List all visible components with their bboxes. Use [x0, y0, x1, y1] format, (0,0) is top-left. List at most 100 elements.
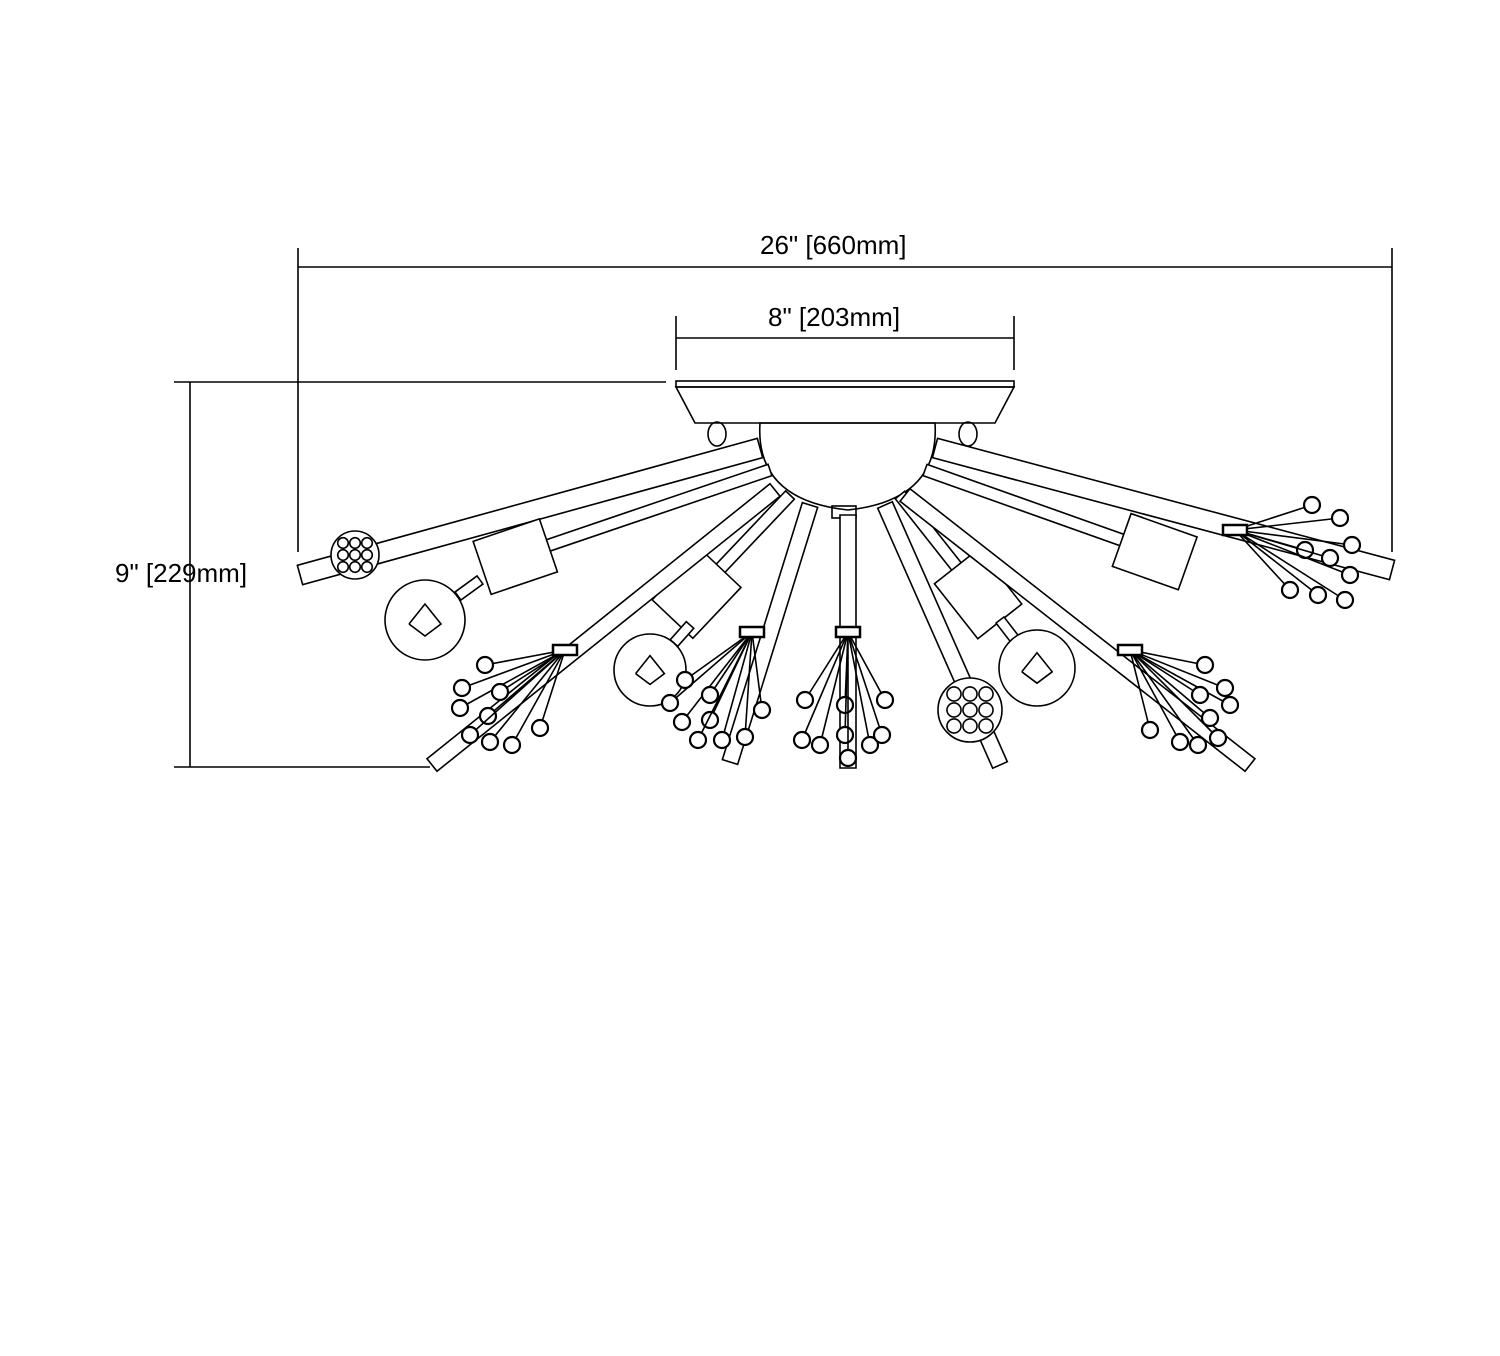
bulb-filament	[408, 602, 443, 637]
lamp-socket	[472, 517, 559, 596]
crystal-bead	[1302, 495, 1322, 515]
cluster-collar	[738, 625, 766, 639]
crystal-bead	[735, 727, 755, 747]
crystal-wire	[1129, 649, 1201, 696]
lamp-socket	[1111, 512, 1199, 591]
crystal-wire	[721, 631, 753, 741]
lower-left-arm-rod	[425, 482, 782, 773]
crystal-facet	[348, 548, 362, 562]
crystal-bead	[530, 718, 550, 738]
crystal-wire	[1129, 649, 1211, 719]
crystal-facet	[962, 702, 978, 718]
crystal-bead	[872, 725, 892, 745]
crystal-bead	[502, 735, 522, 755]
crystal-wire	[1129, 649, 1226, 689]
crystal-wire	[1234, 529, 1353, 546]
crystal-facet	[336, 548, 350, 562]
crystal-wire	[819, 631, 849, 746]
crystal-wire	[681, 631, 753, 723]
crystal-bead	[688, 730, 708, 750]
canopy-width-label: 8" [203mm]	[768, 302, 901, 332]
crystal-facet	[348, 536, 362, 550]
crystal-facet	[336, 560, 350, 574]
crystal-bead	[1335, 590, 1355, 610]
crystal-wire	[709, 631, 753, 696]
crystal-wire	[1129, 649, 1199, 746]
crystal-bead	[450, 698, 470, 718]
cluster-collar	[1221, 523, 1249, 537]
overall-width-label: 26" [660mm]	[760, 230, 907, 260]
crystal-bead	[1140, 720, 1160, 740]
crystal-wire	[1234, 517, 1341, 531]
crystal-bead	[1188, 735, 1208, 755]
crystal-bead	[1308, 585, 1328, 605]
crystal-bead	[700, 685, 720, 705]
canopy-width-dimension-line	[675, 316, 1015, 370]
crystal-bead	[672, 712, 692, 732]
right-arm-rod	[931, 437, 1396, 581]
crystal-bead	[1280, 580, 1300, 600]
left-arm-rod	[296, 437, 764, 586]
crystal-wire	[751, 631, 763, 711]
crystal-bead	[460, 725, 480, 745]
lamp-socket	[933, 547, 1023, 640]
crystal-bead	[1190, 685, 1210, 705]
crystal-wire	[847, 631, 886, 701]
crystal-facet	[946, 686, 962, 702]
crystal-wire	[1129, 649, 1231, 706]
crystal-wire	[847, 631, 871, 746]
crystal-facet	[360, 560, 374, 574]
cluster-collar	[834, 625, 862, 639]
crystal-bead	[675, 670, 695, 690]
crystal-facet	[978, 686, 994, 702]
crystal-facet	[946, 702, 962, 718]
edison-bulb	[998, 629, 1076, 707]
cluster-collar	[1116, 643, 1144, 657]
overall-width-dimension-line	[297, 248, 1393, 552]
crystal-facet	[946, 718, 962, 734]
crystal-bead	[1170, 732, 1190, 752]
crystal-wire	[804, 631, 849, 701]
edison-bulb	[613, 633, 687, 707]
crystal-bead	[480, 732, 500, 752]
crystal-bead	[478, 706, 498, 726]
crystal-bead	[1200, 708, 1220, 728]
crystal-wire	[1234, 529, 1351, 576]
crystal-wire	[669, 631, 753, 704]
crystal-bead	[475, 655, 495, 675]
crystal-wire	[511, 649, 566, 746]
crystal-wire	[1129, 649, 1151, 731]
crystal-bead	[752, 700, 772, 720]
crystal-wire	[847, 631, 883, 736]
crystal-wire	[1234, 529, 1291, 591]
crystal-bead	[1340, 565, 1360, 585]
crystal-wire	[1129, 649, 1219, 739]
crystal-facet	[348, 560, 362, 574]
bulb-filament	[634, 654, 666, 686]
crystal-bead	[1195, 655, 1215, 675]
crystal-bead	[795, 690, 815, 710]
crystal-wire	[801, 631, 849, 741]
crystal-wire	[459, 649, 566, 709]
crystal-wire	[489, 649, 566, 743]
bulb-filament	[1021, 651, 1054, 685]
crystal-bead	[1215, 678, 1235, 698]
crystal-bead	[1330, 508, 1350, 528]
cluster-collar	[551, 643, 579, 657]
crystal-bead	[838, 748, 858, 768]
crystal-bead	[810, 735, 830, 755]
crystal-facet	[336, 536, 350, 550]
crystal-facet	[962, 686, 978, 702]
crystal-wire	[499, 649, 566, 693]
crystal-bead	[1320, 548, 1340, 568]
bulb-base	[453, 574, 485, 602]
faceted-crystal-ball	[937, 677, 1003, 743]
crystal-facet	[360, 548, 374, 562]
crystal-wire	[539, 649, 566, 729]
height-dimension-line	[174, 381, 666, 768]
crystal-wire	[1234, 529, 1319, 596]
overall-height-label: 9" [229mm]	[115, 558, 248, 588]
crystal-bead	[1220, 695, 1240, 715]
